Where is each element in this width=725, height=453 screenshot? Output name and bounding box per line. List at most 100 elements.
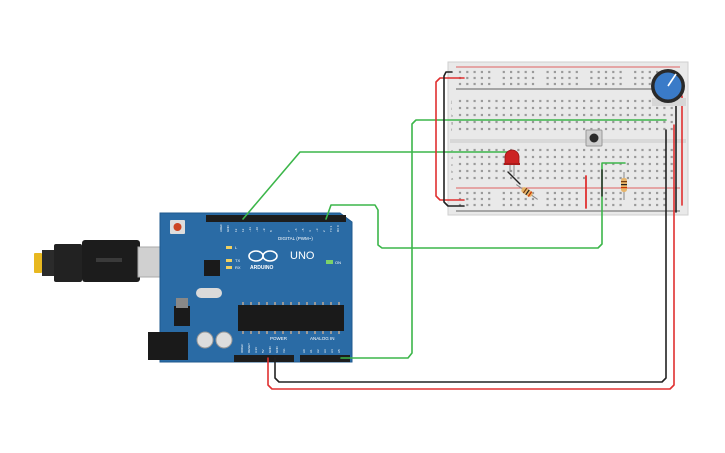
breadboard-hole[interactable] bbox=[510, 106, 513, 110]
breadboard-hole[interactable] bbox=[517, 76, 520, 80]
breadboard-hole[interactable] bbox=[466, 169, 469, 173]
breadboard-hole[interactable] bbox=[597, 82, 600, 86]
breadboard-hole[interactable] bbox=[510, 176, 513, 180]
breadboard-hole[interactable] bbox=[524, 106, 527, 110]
breadboard-hole[interactable] bbox=[502, 99, 505, 103]
breadboard-hole[interactable] bbox=[480, 120, 483, 124]
breadboard-hole[interactable] bbox=[466, 106, 469, 110]
breadboard-hole[interactable] bbox=[480, 76, 483, 80]
breadboard-hole[interactable] bbox=[641, 162, 644, 166]
breadboard-hole[interactable] bbox=[648, 191, 651, 195]
breadboard-hole[interactable] bbox=[488, 203, 491, 207]
breadboard-hole[interactable] bbox=[663, 148, 666, 152]
breadboard-hole[interactable] bbox=[575, 155, 578, 159]
breadboard-hole[interactable] bbox=[539, 169, 542, 173]
breadboard-hole[interactable] bbox=[670, 148, 673, 152]
breadboard-hole[interactable] bbox=[670, 155, 673, 159]
breadboard-hole[interactable] bbox=[590, 203, 593, 207]
pushbutton[interactable] bbox=[585, 129, 603, 147]
digital-header[interactable] bbox=[206, 215, 326, 222]
breadboard-hole[interactable] bbox=[575, 120, 578, 124]
breadboard-hole[interactable] bbox=[531, 82, 535, 86]
breadboard-hole[interactable] bbox=[546, 70, 549, 74]
breadboard-hole[interactable] bbox=[583, 162, 586, 166]
breadboard-hole[interactable] bbox=[648, 197, 651, 201]
breadboard-hole[interactable] bbox=[568, 155, 571, 159]
breadboard-hole[interactable] bbox=[641, 127, 644, 131]
breadboard-hole[interactable] bbox=[480, 169, 483, 173]
breadboard-hole[interactable] bbox=[604, 191, 608, 195]
breadboard-hole[interactable] bbox=[510, 191, 513, 195]
breadboard-hole[interactable] bbox=[634, 203, 637, 207]
breadboard-hole[interactable] bbox=[634, 155, 637, 159]
breadboard-hole[interactable] bbox=[561, 99, 564, 103]
wire-black-rail-left[interactable] bbox=[443, 71, 465, 207]
breadboard-hole[interactable] bbox=[458, 169, 462, 173]
breadboard-hole[interactable] bbox=[473, 155, 476, 159]
wire-black-gnd[interactable] bbox=[274, 129, 667, 383]
breadboard-hole[interactable] bbox=[517, 203, 520, 207]
breadboard-hole[interactable] bbox=[561, 148, 564, 152]
breadboard-hole[interactable] bbox=[480, 203, 483, 207]
breadboard-hole[interactable] bbox=[604, 127, 608, 131]
breadboard-hole[interactable] bbox=[619, 162, 622, 166]
breadboard-hole[interactable] bbox=[568, 127, 571, 131]
breadboard-hole[interactable] bbox=[488, 99, 491, 103]
breadboard-hole[interactable] bbox=[604, 82, 608, 86]
breadboard-hole[interactable] bbox=[604, 197, 608, 201]
breadboard-hole[interactable] bbox=[510, 99, 513, 103]
breadboard-hole[interactable] bbox=[568, 191, 571, 195]
breadboard-hole[interactable] bbox=[590, 155, 593, 159]
breadboard-hole[interactable] bbox=[466, 82, 469, 86]
breadboard-hole[interactable] bbox=[670, 127, 673, 131]
breadboard-hole[interactable] bbox=[546, 127, 549, 131]
breadboard-hole[interactable] bbox=[561, 120, 564, 124]
wire-green-button[interactable] bbox=[325, 162, 626, 249]
breadboard-hole[interactable] bbox=[604, 155, 608, 159]
breadboard-hole[interactable] bbox=[612, 127, 615, 131]
breadboard-hole[interactable] bbox=[539, 120, 542, 124]
breadboard-hole[interactable] bbox=[480, 70, 483, 74]
breadboard-hole[interactable] bbox=[568, 99, 571, 103]
breadboard-hole[interactable] bbox=[466, 70, 469, 74]
breadboard-hole[interactable] bbox=[553, 191, 556, 195]
breadboard-hole[interactable] bbox=[488, 162, 491, 166]
breadboard-hole[interactable] bbox=[626, 99, 629, 103]
breadboard-hole[interactable] bbox=[480, 176, 483, 180]
breadboard-hole[interactable] bbox=[495, 106, 498, 110]
breadboard-hole[interactable] bbox=[488, 176, 491, 180]
breadboard-hole[interactable] bbox=[641, 82, 644, 86]
breadboard-hole[interactable] bbox=[546, 76, 549, 80]
breadboard-hole[interactable] bbox=[531, 113, 535, 117]
breadboard-hole[interactable] bbox=[619, 120, 622, 124]
breadboard-hole[interactable] bbox=[495, 169, 498, 173]
wire-red-5v[interactable] bbox=[267, 124, 675, 390]
breadboard-hole[interactable] bbox=[612, 197, 615, 201]
breadboard-hole[interactable] bbox=[531, 106, 535, 110]
breadboard-hole[interactable] bbox=[480, 113, 483, 117]
breadboard-hole[interactable] bbox=[466, 99, 469, 103]
breadboard-hole[interactable] bbox=[648, 127, 651, 131]
breadboard-hole[interactable] bbox=[568, 169, 571, 173]
breadboard-hole[interactable] bbox=[619, 106, 622, 110]
breadboard-hole[interactable] bbox=[568, 70, 571, 74]
breadboard-hole[interactable] bbox=[634, 106, 637, 110]
breadboard-hole[interactable] bbox=[553, 99, 556, 103]
breadboard-hole[interactable] bbox=[539, 106, 542, 110]
breadboard-hole[interactable] bbox=[590, 162, 593, 166]
breadboard-hole[interactable] bbox=[583, 155, 586, 159]
breadboard-hole[interactable] bbox=[656, 127, 659, 131]
breadboard-hole[interactable] bbox=[597, 113, 600, 117]
breadboard-hole[interactable] bbox=[626, 113, 629, 117]
breadboard-hole[interactable] bbox=[641, 148, 644, 152]
breadboard-hole[interactable] bbox=[619, 127, 622, 131]
breadboard-hole[interactable] bbox=[568, 148, 571, 152]
breadboard-hole[interactable] bbox=[473, 120, 476, 124]
breadboard-hole[interactable] bbox=[531, 191, 535, 195]
breadboard-hole[interactable] bbox=[612, 203, 615, 207]
button-resistor[interactable] bbox=[621, 172, 627, 200]
breadboard-hole[interactable] bbox=[546, 155, 549, 159]
breadboard-hole[interactable] bbox=[473, 162, 476, 166]
breadboard-hole[interactable] bbox=[546, 197, 549, 201]
breadboard-hole[interactable] bbox=[466, 191, 469, 195]
